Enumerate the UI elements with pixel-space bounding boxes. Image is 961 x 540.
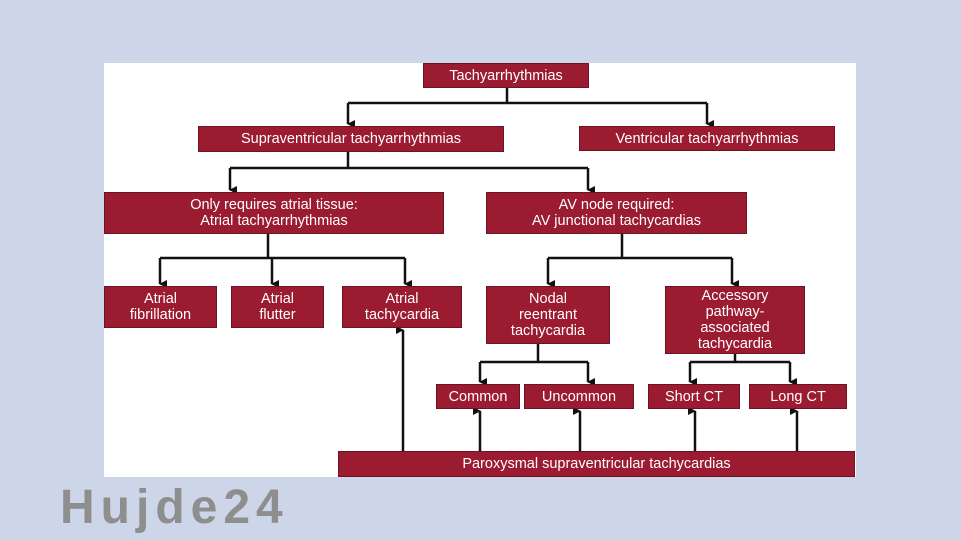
node-label: Supraventricular tachyarrhythmias <box>240 131 461 147</box>
node-label: Paroxysmal supraventricular tachycardias <box>462 456 731 472</box>
node-label: Only requires atrial tissue: Atrial tach… <box>190 197 358 229</box>
watermark: Hujde24 <box>60 481 289 534</box>
node-tachyarrhythmias: Tachyarrhythmias <box>423 63 589 88</box>
node-atrial-fibrillation: Atrial fibrillation <box>104 286 217 328</box>
node-label: Tachyarrhythmias <box>449 67 563 84</box>
node-accessory-pathway: Accessory pathway- associated tachycardi… <box>665 286 805 354</box>
node-long-ct: Long CT <box>749 384 847 409</box>
node-nodal-reentrant: Nodal reentrant tachycardia <box>486 286 610 344</box>
node-label: Short CT <box>664 388 723 405</box>
node-ventricular: Ventricular tachyarrhythmias <box>579 126 835 151</box>
node-av-group: AV node required: AV junctional tachycar… <box>486 192 747 234</box>
node-short-ct: Short CT <box>648 384 740 409</box>
node-label: Atrial fibrillation <box>129 291 192 323</box>
node-label: Atrial flutter <box>259 291 296 323</box>
node-label: Atrial tachycardia <box>364 291 440 323</box>
node-label: Uncommon <box>541 388 617 405</box>
node-label: Ventricular tachyarrhythmias <box>615 130 799 147</box>
node-label: Nodal reentrant tachycardia <box>510 291 586 339</box>
node-atrial-flutter: Atrial flutter <box>231 286 324 328</box>
node-supraventricular: Supraventricular tachyarrhythmias <box>198 126 504 152</box>
node-atrial-tachycardia: Atrial tachycardia <box>342 286 462 328</box>
node-label: Accessory pathway- associated tachycardi… <box>697 288 773 352</box>
node-label: Common <box>448 388 508 405</box>
node-label: AV node required: AV junctional tachycar… <box>532 197 701 229</box>
node-atrial-group: Only requires atrial tissue: Atrial tach… <box>104 192 444 234</box>
node-common: Common <box>436 384 520 409</box>
node-paroxysmal: Paroxysmal supraventricular tachycardias <box>338 451 855 477</box>
node-label: Long CT <box>770 388 826 405</box>
node-uncommon: Uncommon <box>524 384 634 409</box>
